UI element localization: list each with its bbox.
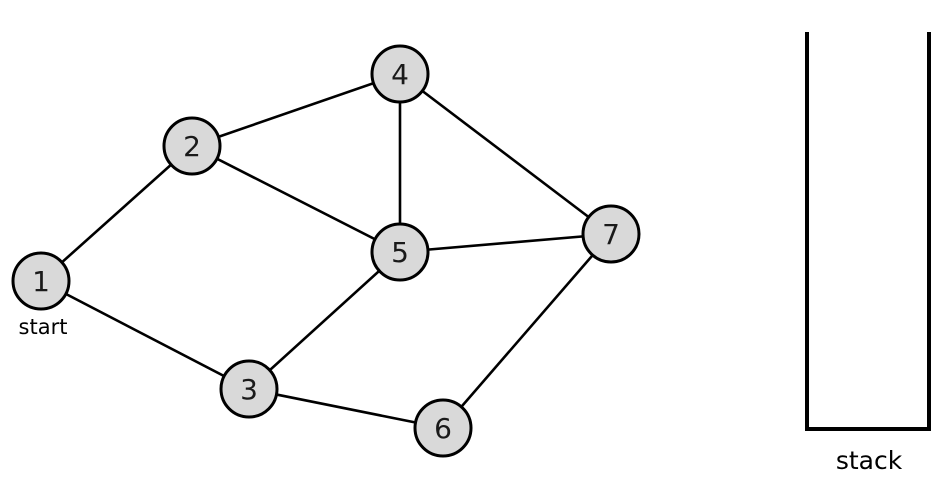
graph-edge-5-7 [399, 232, 612, 254]
node-label-2: 2 [183, 130, 201, 163]
graph-edge-1-3 [40, 279, 250, 391]
graph-edge-1-2 [40, 145, 193, 282]
node-circle-1 [11, 251, 71, 311]
graph-edge-6-7 [442, 233, 612, 429]
graph-edge-3-6 [248, 387, 444, 430]
node-label-7: 7 [602, 218, 620, 251]
start-label: start [19, 315, 68, 339]
graph-edge-4-7 [399, 72, 612, 236]
stack-shape [805, 32, 931, 431]
graph-nodes-layer: 1 start 2 3 4 5 6 7 [11, 44, 641, 458]
graph-edge-2-5 [191, 144, 401, 254]
node-label-5: 5 [391, 236, 409, 269]
graph-node-1: 1 start [11, 251, 71, 339]
graph-edge-2-4 [191, 72, 401, 148]
node-circle-7 [581, 204, 641, 264]
stack-container: stack [805, 32, 931, 475]
node-label-6: 6 [434, 412, 452, 445]
node-circle-4 [370, 44, 430, 104]
node-circle-3 [219, 359, 279, 419]
graph-node-5: 5 [370, 222, 430, 282]
node-circle-5 [370, 222, 430, 282]
graph-node-2: 2 [162, 116, 222, 176]
graph-node-4: 4 [370, 44, 430, 104]
node-label-1: 1 [32, 265, 50, 298]
node-circle-2 [162, 116, 222, 176]
graph-node-7: 7 [581, 204, 641, 264]
graph-node-3: 3 [219, 359, 279, 419]
node-label-3: 3 [240, 373, 258, 406]
node-label-4: 4 [391, 58, 409, 91]
graph-edges-layer [40, 72, 612, 430]
stack-label: stack [836, 446, 903, 475]
graph-node-6: 6 [413, 398, 473, 458]
node-circle-6 [413, 398, 473, 458]
graph-edge-3-5 [248, 251, 401, 390]
